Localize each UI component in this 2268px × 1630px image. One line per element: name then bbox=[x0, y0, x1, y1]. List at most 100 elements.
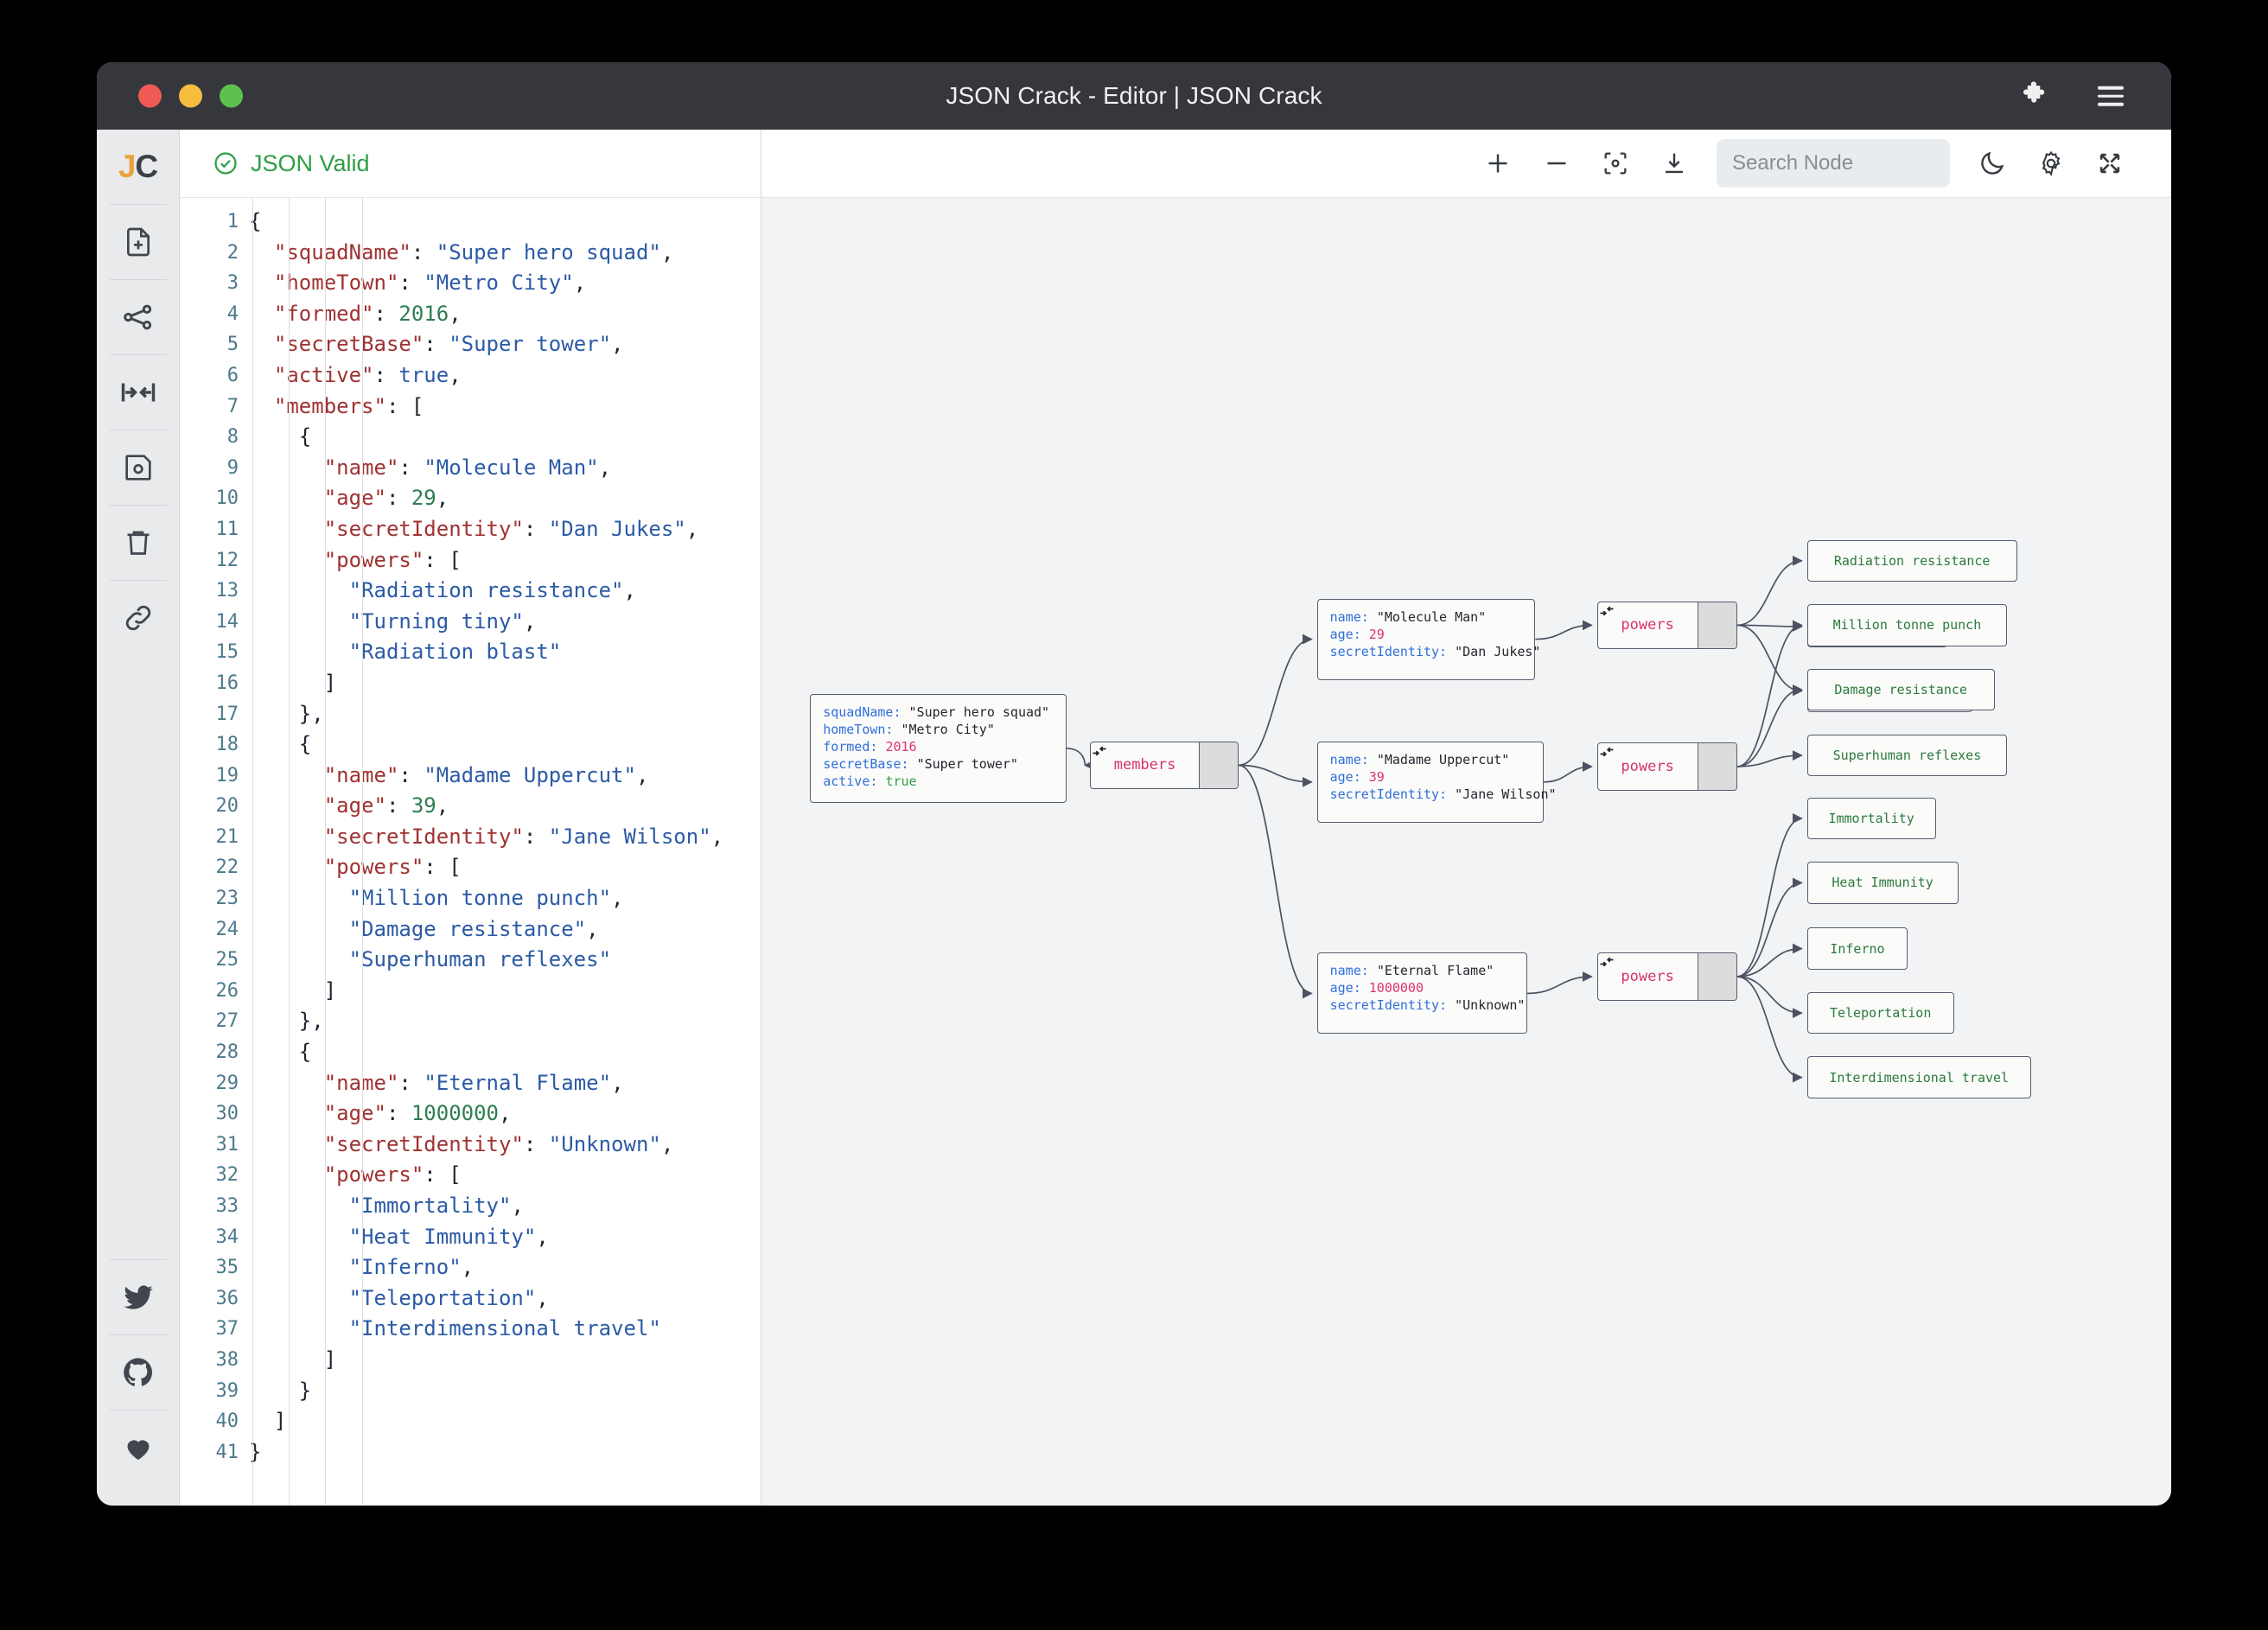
left-sidebar: JC bbox=[97, 130, 180, 1506]
collapse-node-icon[interactable] bbox=[1600, 953, 1736, 1000]
hamburger-menu-icon[interactable] bbox=[2098, 81, 2124, 111]
collapse-node-icon[interactable] bbox=[1600, 743, 1736, 790]
search-node-box[interactable] bbox=[1717, 139, 2002, 188]
code-token: : bbox=[373, 301, 399, 326]
puzzle-piece-icon[interactable] bbox=[2021, 80, 2050, 113]
graph-node-row: active: true bbox=[823, 773, 1053, 790]
graph-node-value: true bbox=[885, 773, 917, 789]
code-token: : bbox=[523, 1131, 549, 1156]
graph-leaf-node[interactable]: Interdimensional travel bbox=[1806, 1056, 2031, 1098]
graph-object-node[interactable]: squadName: "Super hero squad"homeTown: "… bbox=[810, 693, 1067, 804]
code-token: 39 bbox=[411, 793, 436, 818]
graph-leaf-node[interactable]: Heat Immunity bbox=[1806, 862, 1959, 904]
code-line: ] bbox=[249, 668, 761, 699]
sidebar-item-fit-width[interactable] bbox=[97, 355, 179, 430]
collapse-node-icon[interactable] bbox=[1600, 602, 1736, 648]
code-token: "Turning tiny" bbox=[348, 608, 524, 634]
sidebar-item-sponsor[interactable] bbox=[97, 1410, 179, 1485]
graph-leaf-node[interactable]: Teleportation bbox=[1806, 991, 1954, 1035]
line-number: 14 bbox=[215, 610, 239, 633]
code-token: : [ bbox=[424, 855, 462, 880]
sidebar-item-save-file[interactable] bbox=[97, 430, 179, 505]
graph-node-key: secretIdentity: bbox=[1329, 997, 1456, 1014]
line-number: 29 bbox=[215, 1072, 239, 1094]
sidebar-item-new-document[interactable] bbox=[97, 205, 179, 279]
code-token: ] bbox=[249, 670, 337, 695]
sidebar-item-delete-file[interactable] bbox=[97, 506, 179, 580]
code-token: "Madame Uppercut" bbox=[424, 762, 636, 787]
theme-toggle-button[interactable] bbox=[1965, 137, 2019, 190]
line-number: 41 bbox=[215, 1441, 239, 1463]
zoom-in-button[interactable] bbox=[1471, 137, 1525, 190]
code-token: "Damage resistance" bbox=[348, 916, 587, 941]
graph-node-key: formed: bbox=[823, 738, 886, 755]
code-token: , bbox=[523, 608, 537, 634]
floppy-disk-icon bbox=[124, 455, 151, 481]
graph-leaf-node[interactable]: Radiation resistance bbox=[1806, 539, 2017, 583]
download-button[interactable] bbox=[1647, 137, 1701, 190]
sidebar-item-copy-link[interactable] bbox=[97, 581, 179, 655]
code-token: "Inferno" bbox=[348, 1255, 462, 1280]
graph-node-value: "Unknown" bbox=[1455, 997, 1526, 1014]
code-line: "Immortality", bbox=[249, 1191, 761, 1222]
center-view-button[interactable] bbox=[1589, 137, 1642, 190]
code-line: "Radiation blast" bbox=[249, 637, 761, 668]
code-token: "secretIdentity" bbox=[323, 824, 524, 849]
graph-parent-node[interactable]: members bbox=[1090, 741, 1239, 789]
graph-leaf-node[interactable]: Damage resistance bbox=[1806, 668, 1995, 711]
divider bbox=[109, 204, 167, 205]
graph-leaf-node[interactable]: Inferno bbox=[1806, 927, 1908, 970]
line-number: 1 bbox=[226, 211, 239, 232]
code-content[interactable]: { "squadName": "Super hero squad", "home… bbox=[249, 198, 761, 1506]
code-token: { bbox=[249, 1040, 312, 1065]
graph-parent-node[interactable]: powers bbox=[1596, 601, 1737, 649]
close-button[interactable] bbox=[138, 84, 162, 108]
maximize-button[interactable] bbox=[220, 84, 243, 108]
collapse-node-icon[interactable] bbox=[1093, 742, 1238, 788]
code-token: : bbox=[523, 824, 549, 849]
graph-leaf-node[interactable]: Superhuman reflexes bbox=[1806, 734, 2008, 777]
graph-node-key: squadName: bbox=[823, 704, 909, 720]
code-token: "secretIdentity" bbox=[323, 516, 524, 541]
graph-toolbar bbox=[761, 130, 2171, 198]
code-token bbox=[249, 855, 324, 879]
code-token: { bbox=[249, 732, 312, 757]
graph-canvas[interactable]: squadName: "Super hero squad"homeTown: "… bbox=[761, 198, 2171, 1506]
search-input[interactable] bbox=[1730, 150, 2002, 176]
fullscreen-button[interactable] bbox=[2083, 137, 2137, 190]
line-number: 17 bbox=[215, 703, 239, 725]
check-circle-icon bbox=[214, 152, 237, 175]
code-line: "secretIdentity": "Unknown", bbox=[249, 1130, 761, 1161]
graph-leaf-node[interactable]: Million tonne punch bbox=[1806, 604, 2008, 646]
graph-node-key: secretIdentity: bbox=[1329, 643, 1456, 659]
sidebar-item-share-graph[interactable] bbox=[97, 280, 179, 354]
code-line: "secretIdentity": "Dan Jukes", bbox=[249, 514, 761, 545]
focus-target-icon bbox=[1604, 152, 1627, 175]
minimize-button[interactable] bbox=[179, 84, 202, 108]
zoom-out-button[interactable] bbox=[1530, 137, 1583, 190]
graph-parent-node[interactable]: powers bbox=[1596, 742, 1737, 791]
graph-edge bbox=[1736, 621, 1803, 632]
settings-button[interactable] bbox=[2024, 137, 2078, 190]
sidebar-item-twitter[interactable] bbox=[97, 1260, 179, 1334]
sidebar-item-github[interactable] bbox=[97, 1335, 179, 1410]
app-logo[interactable]: JC bbox=[97, 130, 179, 204]
code-token bbox=[249, 1255, 349, 1279]
code-line: ] bbox=[249, 976, 761, 1007]
code-line: "Heat Immunity", bbox=[249, 1222, 761, 1253]
graph-node-row: secretBase: "Super tower" bbox=[823, 755, 1053, 773]
code-line: "members": [ bbox=[249, 392, 761, 423]
code-token: "name" bbox=[324, 763, 399, 787]
graph-leaf-node[interactable]: Immortality bbox=[1806, 797, 1936, 840]
code-token: : bbox=[398, 271, 424, 296]
code-line: } bbox=[249, 1376, 761, 1407]
collapse-horizontal-icon bbox=[121, 383, 155, 402]
graph-parent-node[interactable]: powers bbox=[1596, 952, 1737, 1001]
line-number: 23 bbox=[215, 888, 239, 910]
graph-node-row: age: 29 bbox=[1330, 626, 1523, 643]
code-token: "Teleportation" bbox=[348, 1285, 537, 1310]
